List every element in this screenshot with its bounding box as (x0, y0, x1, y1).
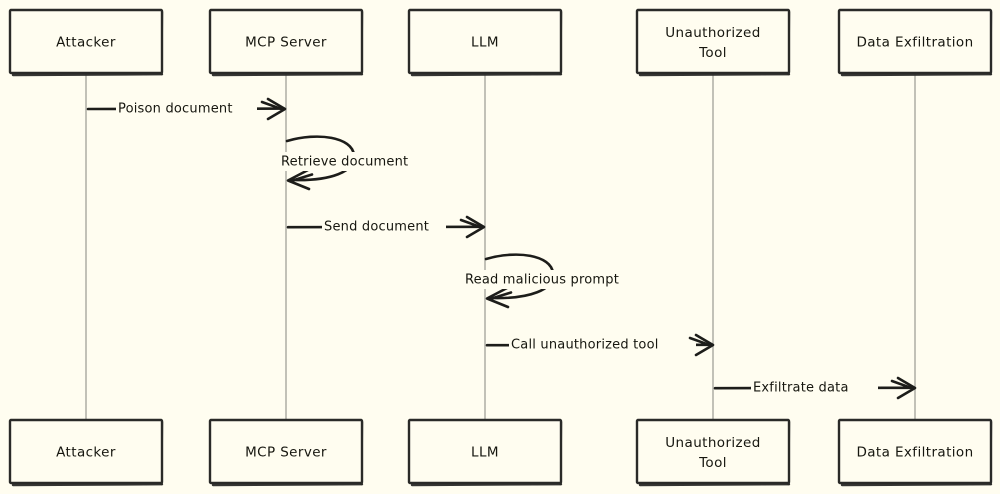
actor-label-data-exfiltration-top: Data Exfiltration (856, 35, 973, 51)
message-exfiltrate-data[interactable]: Exfiltrate data (713, 376, 917, 400)
message-retrieve-document[interactable]: Retrieve document (279, 135, 431, 191)
actor-label-attacker-bottom: Attacker (56, 445, 116, 461)
actor-box-llm-top[interactable]: LLM (407, 8, 563, 77)
actor-label-unauthorized-tool-top-line2: Tool (698, 45, 727, 61)
message-read-malicious-prompt[interactable]: Read malicious prompt (463, 253, 645, 309)
actor-box-attacker-top[interactable]: Attacker (8, 8, 164, 77)
message-label-poison-document: Poison document (118, 102, 233, 117)
actor-label-data-exfiltration-bottom: Data Exfiltration (856, 445, 973, 461)
message-label-call-unauthorized-tool: Call unauthorized tool (511, 338, 659, 353)
actor-label-llm-bottom: LLM (471, 445, 499, 461)
actor-label-mcp-server-top: MCP Server (245, 35, 327, 51)
actor-box-mcp-server-bottom[interactable]: MCP Server (208, 418, 364, 487)
message-label-read-malicious-prompt: Read malicious prompt (465, 273, 619, 288)
actor-box-unauthorized-tool-bottom[interactable]: Unauthorized Tool (635, 418, 791, 487)
message-call-unauthorized-tool[interactable]: Call unauthorized tool (485, 333, 715, 357)
lifelines-group (85, 73, 916, 420)
message-label-retrieve-document: Retrieve document (281, 155, 408, 170)
actor-label-attacker-top: Attacker (56, 35, 116, 51)
message-poison-document[interactable]: Poison document (86, 97, 287, 121)
actor-box-mcp-server-top[interactable]: MCP Server (208, 8, 364, 77)
actor-box-data-exfiltration-top[interactable]: Data Exfiltration (837, 8, 993, 77)
actor-box-attacker-bottom[interactable]: Attacker (8, 418, 164, 487)
actor-label-mcp-server-bottom: MCP Server (245, 445, 327, 461)
actor-label-unauthorized-tool-top-line1: Unauthorized (665, 25, 760, 41)
actor-label-llm-top: LLM (471, 35, 499, 51)
actor-label-unauthorized-tool-bottom-line1: Unauthorized (665, 435, 760, 451)
actor-label-unauthorized-tool-bottom-line2: Tool (698, 455, 727, 471)
message-label-exfiltrate-data: Exfiltrate data (753, 381, 849, 396)
actor-box-llm-bottom[interactable]: LLM (407, 418, 563, 487)
bottom-actor-boxes: Attacker MCP Server LLM Unauthorized Too… (8, 418, 993, 487)
message-label-send-document: Send document (324, 220, 429, 235)
actor-box-data-exfiltration-bottom[interactable]: Data Exfiltration (837, 418, 993, 487)
message-send-document[interactable]: Send document (286, 215, 486, 239)
top-actor-boxes: Attacker MCP Server LLM Unauthorized Too… (8, 8, 993, 77)
actor-box-unauthorized-tool-top[interactable]: Unauthorized Tool (635, 8, 791, 77)
